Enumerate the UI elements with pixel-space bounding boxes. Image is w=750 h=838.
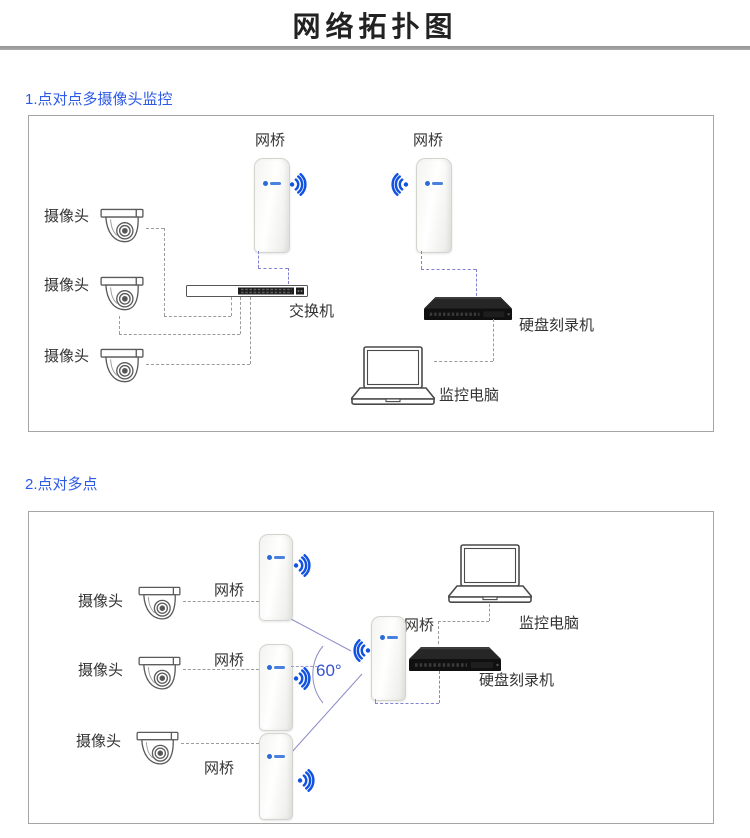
- bridge-label: 网桥: [214, 652, 245, 669]
- dome-camera-icon: [136, 586, 183, 623]
- dashed-connector: [164, 228, 165, 316]
- dashed-connector: [493, 319, 494, 361]
- dashed-connector: [438, 621, 439, 644]
- bridge-device: [254, 158, 290, 253]
- dashed-connector: [181, 743, 259, 744]
- dashed-connector: [434, 361, 493, 362]
- brand-logo-icon: [267, 555, 285, 560]
- dashed-connector: [489, 604, 490, 621]
- camera-label: 摄像头: [44, 277, 90, 294]
- dashed-connector: [146, 364, 250, 365]
- nvr-recorder-device: [424, 296, 512, 321]
- diagram-panel-1: 网桥 网桥 摄像头 摄像头 摄像头 交换机 硬盘刻录机 监控电脑: [28, 115, 714, 432]
- wifi-signal-icon: [297, 769, 318, 792]
- brand-logo-icon: [267, 754, 285, 759]
- dashed-connector: [240, 297, 241, 334]
- dashed-connector: [438, 621, 489, 622]
- camera-label: 摄像头: [78, 662, 124, 679]
- dashed-connector: [291, 666, 318, 667]
- nvr-recorder-device: [409, 646, 501, 672]
- dashed-connector: [119, 316, 120, 334]
- monitor-pc-label: 监控电脑: [439, 387, 500, 404]
- dashed-connector: [258, 251, 259, 268]
- bridge-device: [259, 644, 293, 731]
- brand-logo-icon: [379, 635, 398, 640]
- bridge-label: 网桥: [204, 760, 235, 777]
- laptop-device: [351, 346, 435, 408]
- angle-60-label: 60°: [316, 661, 342, 680]
- dashed-connector: [476, 269, 477, 296]
- bridge-device: [259, 733, 293, 820]
- camera-label: 摄像头: [76, 733, 122, 750]
- dashed-connector: [421, 269, 476, 270]
- bridge-device: [416, 158, 452, 253]
- page-title: 网络拓扑图: [292, 11, 458, 42]
- dashed-connector: [231, 297, 232, 316]
- wifi-signal-icon: [293, 554, 314, 577]
- dome-camera-icon: [98, 276, 146, 314]
- wifi-signal-icon: [350, 639, 371, 662]
- dashed-connector: [439, 671, 440, 703]
- wifi-signal-icon: [388, 173, 409, 196]
- title-divider-line: [0, 46, 750, 50]
- dashed-connector: [164, 316, 231, 317]
- camera-label: 摄像头: [78, 593, 124, 610]
- dashed-connector: [250, 297, 251, 364]
- dome-camera-icon: [98, 348, 146, 386]
- switch-label: 交换机: [289, 303, 335, 320]
- recorder-label: 硬盘刻录机: [519, 317, 595, 334]
- network-switch-device: [186, 284, 308, 298]
- section-1-heading: 1.点对点多摄像头监控: [25, 91, 173, 108]
- dashed-connector: [119, 334, 240, 335]
- wifi-signal-icon: [289, 173, 310, 196]
- camera-label: 摄像头: [44, 348, 90, 365]
- brand-logo-icon: [425, 181, 443, 186]
- brand-logo-icon: [267, 665, 285, 670]
- bridge-label: 网桥: [404, 617, 435, 634]
- central-bridge-device: [371, 616, 406, 701]
- dashed-connector: [375, 699, 376, 703]
- dashed-connector: [258, 268, 288, 269]
- dome-camera-icon: [98, 208, 146, 246]
- dome-camera-icon: [136, 656, 183, 693]
- dashed-connector: [183, 601, 259, 602]
- laptop-device: [448, 544, 532, 606]
- camera-label: 摄像头: [44, 208, 90, 225]
- section-2-heading: 2.点对多点: [25, 476, 98, 493]
- wifi-signal-icon: [293, 667, 314, 690]
- recorder-label: 硬盘刻录机: [479, 672, 555, 689]
- bridge-device: [259, 534, 293, 621]
- dashed-connector: [146, 228, 164, 229]
- bridge-label: 网桥: [413, 132, 444, 149]
- bridge-label: 网桥: [255, 132, 286, 149]
- dashed-connector: [183, 669, 259, 670]
- monitor-pc-label: 监控电脑: [519, 615, 580, 632]
- diagram-panel-2: 摄像头 摄像头 摄像头 网桥 网桥 网桥 网桥 60° 监控电脑 硬盘刻录机: [28, 511, 714, 824]
- brand-logo-icon: [263, 181, 281, 186]
- bridge-label: 网桥: [214, 582, 245, 599]
- dashed-connector: [421, 251, 422, 269]
- dome-camera-icon: [134, 731, 181, 768]
- dashed-connector: [288, 268, 289, 284]
- wireless-link-rays: [290, 618, 363, 754]
- dashed-connector: [375, 703, 439, 704]
